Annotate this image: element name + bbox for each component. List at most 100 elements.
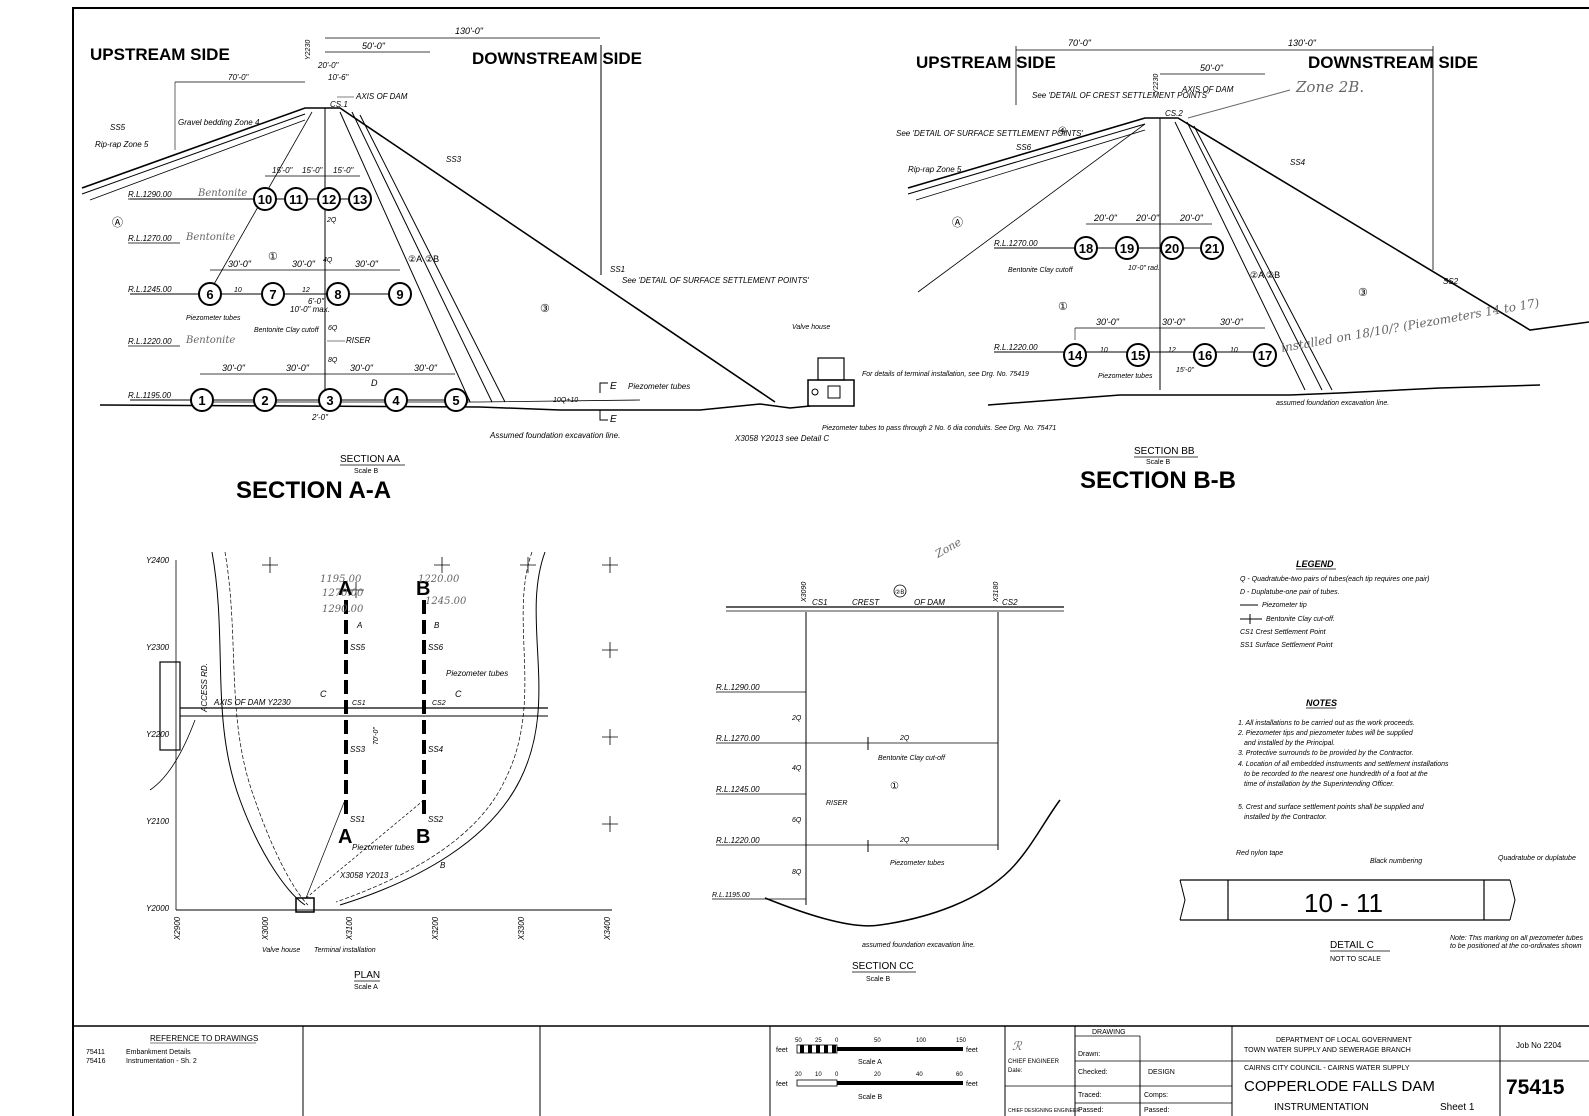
piezometer-14: 14: [1063, 343, 1087, 367]
svg-text:feet: feet: [776, 1047, 788, 1054]
svg-text:R.L.1270.00: R.L.1270.00: [994, 239, 1038, 248]
piezometer-12: 12: [317, 187, 341, 211]
svg-text:R.L.1195.00: R.L.1195.00: [128, 391, 172, 400]
svg-text:5: 5: [452, 393, 459, 408]
svg-text:See 'DETAIL OF SURFACE SETTLEM: See 'DETAIL OF SURFACE SETTLEMENT POINTS…: [896, 129, 1083, 138]
svg-text:Passed:: Passed:: [1144, 1107, 1169, 1114]
piezometer-3: 3: [318, 388, 342, 412]
svg-text:Piezometer tip: Piezometer tip: [1262, 602, 1307, 609]
svg-text:feet: feet: [776, 1081, 788, 1088]
svg-text:AXIS OF DAM: AXIS OF DAM: [355, 92, 408, 101]
svg-text:Bentonite: Bentonite: [185, 232, 235, 243]
svg-text:AXIS OF DAM Y2230: AXIS OF DAM Y2230: [213, 698, 291, 707]
svg-text:Checked:: Checked:: [1078, 1069, 1108, 1076]
svg-text:10: 10: [815, 1072, 822, 1078]
svg-text:Passed:: Passed:: [1078, 1107, 1103, 1114]
dam-outline-b: [907, 117, 1589, 331]
svg-text:10Q+10: 10Q+10: [553, 397, 578, 404]
svg-text:30'-0": 30'-0": [1162, 317, 1186, 327]
marking-10-11: 10 - 11: [1304, 888, 1383, 918]
svg-text:CHIEF DESIGNING ENGINEER: CHIEF DESIGNING ENGINEER: [1008, 1108, 1080, 1114]
svg-text:ℛ: ℛ: [1012, 1039, 1023, 1053]
svg-text:20'-0": 20'-0": [1093, 213, 1118, 223]
detail-c-title: DETAIL C: [1330, 940, 1374, 951]
svg-text:Black numbering: Black numbering: [1370, 858, 1422, 865]
svg-text:1290.00: 1290.00: [322, 604, 364, 615]
svg-text:CS.2: CS.2: [1165, 109, 1183, 118]
downstream-heading-b: DOWNSTREAM SIDE: [1308, 53, 1478, 72]
svg-text:13: 13: [353, 192, 367, 207]
svg-text:30'-0": 30'-0": [414, 363, 438, 373]
svg-text:For details of terminal instal: For details of terminal installation, se…: [862, 371, 1029, 378]
svg-text:E: E: [610, 414, 617, 425]
svg-text:④: ④: [1058, 126, 1067, 137]
svg-text:50'-0": 50'-0": [362, 41, 386, 51]
piezometer-9: 9: [388, 282, 412, 306]
svg-text:X2900: X2900: [173, 916, 182, 941]
svg-text:Scale B: Scale B: [1146, 459, 1170, 466]
svg-text:③: ③: [540, 303, 550, 315]
svg-text:Y2000: Y2000: [146, 904, 170, 913]
svg-text:SS6: SS6: [428, 643, 444, 652]
svg-text:10: 10: [1230, 347, 1238, 354]
ref-title: REFERENCE TO DRAWINGS: [150, 1034, 258, 1043]
svg-text:10'-6": 10'-6": [328, 73, 350, 82]
piezometer-15: 15: [1126, 343, 1150, 367]
legend-title: LEGEND: [1296, 559, 1334, 569]
svg-text:Terminal installation: Terminal installation: [314, 947, 376, 954]
svg-text:Q - Quadratube-two pairs of tu: Q - Quadratube-two pairs of tubes(each t…: [1240, 576, 1430, 583]
svg-text:Y2200: Y2200: [146, 730, 170, 739]
svg-text:20'-0": 20'-0": [1135, 213, 1160, 223]
upstream-heading-b: UPSTREAM SIDE: [916, 53, 1056, 72]
svg-text:OF DAM: OF DAM: [914, 598, 945, 607]
svg-text:10'-0" max.: 10'-0" max.: [290, 305, 330, 314]
svg-text:Gravel bedding Zone 4: Gravel bedding Zone 4: [178, 118, 260, 127]
plan-view: Y2400 Y2300 Y2200 Y2100 Y2000 X2900 X300…: [146, 551, 618, 991]
svg-text:2. Piezometer tips and piezome: 2. Piezometer tips and piezometer tubes …: [1237, 730, 1414, 737]
section-cc-label: SECTION CC: [852, 961, 914, 972]
zone-2b-handwritten: Zone 2B.: [1295, 78, 1364, 96]
svg-text:B: B: [434, 621, 440, 630]
svg-text:X3300: X3300: [517, 916, 526, 941]
svg-text:SS2: SS2: [428, 815, 444, 824]
svg-text:SS3: SS3: [446, 155, 462, 164]
svg-text:100: 100: [916, 1038, 927, 1044]
svg-text:10: 10: [1100, 347, 1108, 354]
svg-text:30'-0": 30'-0": [222, 363, 246, 373]
svg-text:2Q: 2Q: [899, 735, 910, 742]
svg-text:Scale B: Scale B: [866, 976, 890, 983]
svg-text:2Q: 2Q: [899, 837, 910, 844]
piezometer-17: 17: [1253, 343, 1277, 367]
svg-text:75416: 75416: [86, 1058, 106, 1065]
svg-text:75411: 75411: [86, 1049, 105, 1056]
svg-text:INSTRUMENTATION: INSTRUMENTATION: [1274, 1102, 1369, 1113]
svg-text:6: 6: [206, 287, 213, 302]
svg-text:C: C: [455, 689, 462, 699]
svg-text:SS1: SS1: [610, 265, 625, 274]
svg-text:R.L.1290.00: R.L.1290.00: [716, 683, 760, 692]
svg-text:15'-0": 15'-0": [1176, 367, 1194, 374]
svg-text:2'-0": 2'-0": [311, 413, 329, 422]
svg-text:Bentonite Clay cutoff: Bentonite Clay cutoff: [254, 327, 320, 334]
foundation-line-c: [764, 799, 1061, 927]
piezometer-6: 6: [198, 282, 222, 306]
svg-text:Piezometer tubes: Piezometer tubes: [352, 843, 414, 852]
svg-text:20: 20: [795, 1072, 802, 1078]
piezometer-4: 4: [384, 388, 408, 412]
svg-text:6'-0": 6'-0": [308, 297, 325, 306]
svg-text:SS5: SS5: [110, 123, 126, 132]
svg-text:130'-0": 130'-0": [1288, 38, 1317, 48]
svg-text:Red nylon tape: Red nylon tape: [1236, 850, 1283, 857]
svg-text:②B: ②B: [895, 589, 904, 596]
svg-text:8Q: 8Q: [328, 357, 338, 364]
svg-text:70'-0": 70'-0": [373, 727, 380, 745]
svg-text:10: 10: [234, 287, 242, 294]
svg-text:R.L.1195.00: R.L.1195.00: [712, 892, 750, 899]
svg-text:Drawn:: Drawn:: [1078, 1051, 1100, 1058]
svg-text:Y2100: Y2100: [146, 817, 170, 826]
level-1290-a: R.L.1290.00: [128, 190, 172, 199]
svg-text:1220.00: 1220.00: [418, 574, 460, 585]
svg-text:A: A: [338, 578, 352, 600]
svg-text:B: B: [440, 861, 446, 870]
svg-text:Traced:: Traced:: [1078, 1092, 1102, 1099]
